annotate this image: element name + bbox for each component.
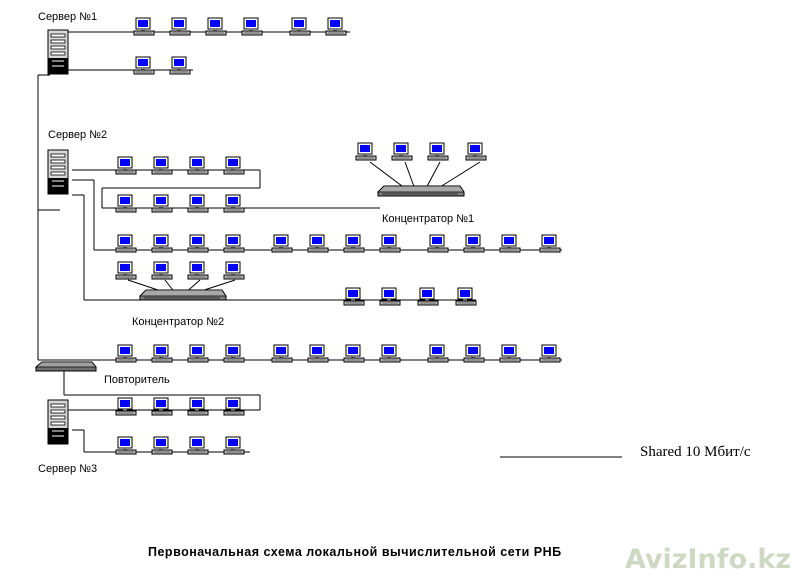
workstation-icon (187, 156, 209, 175)
workstation-icon (151, 156, 173, 175)
workstation-icon (343, 287, 365, 306)
workstation-icon (151, 261, 173, 280)
workstation-icon (427, 142, 449, 161)
workstation-icon (463, 344, 485, 363)
workstation-icon (343, 344, 365, 363)
workstation-icon (465, 142, 487, 161)
workstation-icon (187, 436, 209, 455)
workstation-icon (187, 194, 209, 213)
hub-1-label: Концентратор №1 (382, 213, 474, 225)
workstation-icon (455, 287, 477, 306)
server-2-icon (47, 149, 69, 195)
hub-2-icon (139, 289, 227, 301)
workstation-icon (169, 17, 191, 36)
workstation-icon (151, 397, 173, 416)
workstation-icon (151, 344, 173, 363)
workstation-icon (115, 234, 137, 253)
workstation-icon (115, 156, 137, 175)
workstation-icon (151, 436, 173, 455)
workstation-icon (205, 17, 227, 36)
workstation-icon (187, 344, 209, 363)
workstation-icon (379, 287, 401, 306)
workstation-icon (271, 344, 293, 363)
wiring (37, 31, 562, 453)
workstation-icon (343, 234, 365, 253)
workstation-icon (223, 261, 245, 280)
workstation-icon (307, 234, 329, 253)
workstation-icon (539, 344, 561, 363)
workstation-icon (115, 397, 137, 416)
workstation-icon (151, 234, 173, 253)
workstation-icon (223, 156, 245, 175)
workstation-icon (223, 194, 245, 213)
workstation-icon (355, 142, 377, 161)
workstations (115, 17, 561, 455)
hub-1-icon (377, 185, 465, 197)
diagram-caption: Первоначальная схема локальной вычислите… (148, 545, 562, 559)
repeater-label: Повторитель (104, 374, 170, 386)
workstation-icon (289, 17, 311, 36)
workstation-icon (115, 194, 137, 213)
workstation-icon (463, 234, 485, 253)
workstation-icon (427, 344, 449, 363)
workstation-icon (133, 56, 155, 75)
hub-2-label: Концентратор №2 (132, 316, 224, 328)
workstation-icon (499, 344, 521, 363)
workstation-icon (187, 397, 209, 416)
workstation-icon (151, 194, 173, 213)
workstation-icon (379, 344, 401, 363)
legend-label: Shared 10 Мбит/с (640, 444, 751, 460)
workstation-icon (115, 261, 137, 280)
workstation-icon (391, 142, 413, 161)
server-3-label: Сервер №3 (38, 463, 97, 475)
workstation-icon (187, 261, 209, 280)
workstation-icon (115, 344, 137, 363)
workstation-icon (133, 17, 155, 36)
workstation-icon (539, 234, 561, 253)
workstation-icon (271, 234, 293, 253)
workstation-icon (499, 234, 521, 253)
server-1-label: Сервер №1 (38, 11, 97, 23)
workstation-icon (187, 234, 209, 253)
workstation-icon (223, 436, 245, 455)
workstation-icon (417, 287, 439, 306)
watermark-text: AvizInfo.kz (625, 544, 791, 575)
workstation-icon (115, 436, 137, 455)
workstation-icon (241, 17, 263, 36)
workstation-icon (427, 234, 449, 253)
workstation-icon (169, 56, 191, 75)
server-3-icon (47, 399, 69, 445)
server-1-icon (47, 29, 69, 75)
workstation-icon (379, 234, 401, 253)
workstation-icon (307, 344, 329, 363)
workstation-icon (223, 344, 245, 363)
workstation-icon (223, 234, 245, 253)
repeater-icon (35, 361, 97, 372)
server-2-label: Сервер №2 (48, 129, 107, 141)
workstation-icon (325, 17, 347, 36)
workstation-icon (223, 397, 245, 416)
